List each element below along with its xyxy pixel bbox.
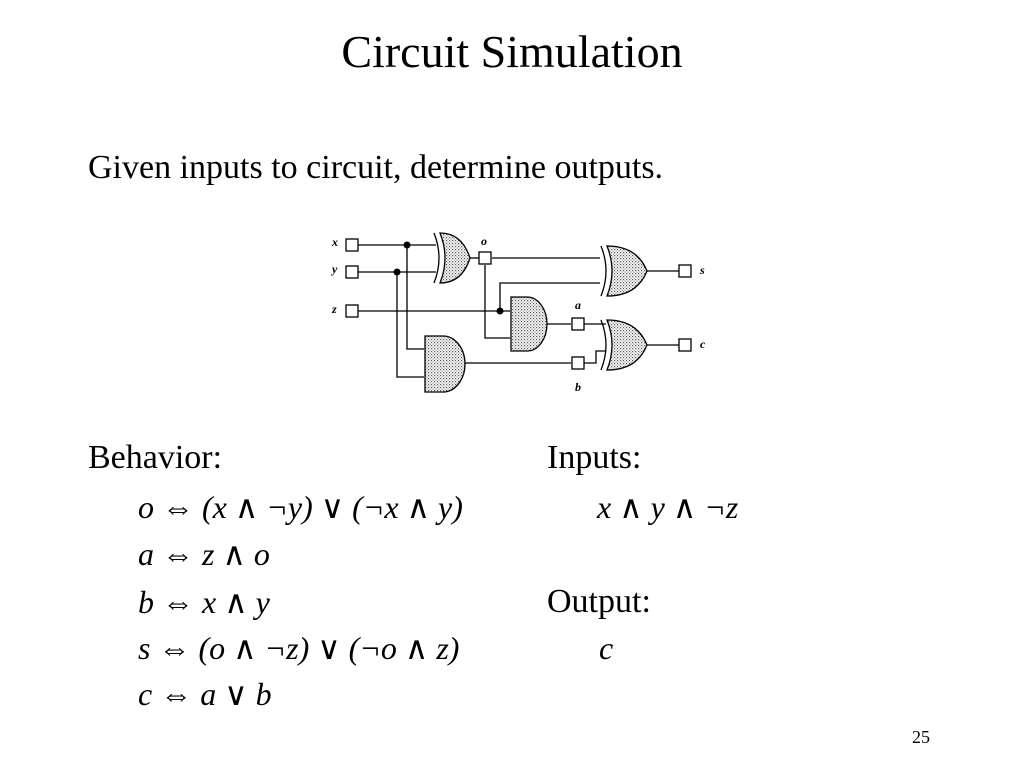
pin-y: [345, 265, 359, 279]
inputs-value: x ∧ y ∧ ¬z: [597, 489, 739, 525]
equation-s: s ⇔ (o ∧ ¬z) ∨ (¬o ∧ z): [138, 630, 460, 666]
circuit-wires: [358, 244, 679, 378]
pin-label-y: y: [330, 262, 338, 276]
and-gate-a: [510, 296, 548, 352]
pin-a: [571, 317, 585, 331]
equation-c: c ⇔ a ∨ b: [138, 676, 272, 712]
pin-o: [478, 251, 492, 265]
pin-label-o: o: [481, 234, 487, 248]
equation-a: a ⇔ z ∧ o: [138, 536, 270, 572]
or-gate-c: [600, 319, 648, 371]
junction-dot: [393, 268, 401, 276]
behavior-heading: Behavior:: [88, 439, 223, 476]
output-value: c: [599, 630, 614, 666]
pin-label-c: c: [700, 337, 706, 351]
pin-s: [678, 264, 692, 278]
junction-dot: [496, 307, 504, 315]
pin-label-a: a: [575, 298, 581, 312]
pin-b: [571, 356, 585, 370]
pin-label-x: x: [331, 235, 338, 249]
xor-gate-1: [433, 232, 471, 284]
and-gate-b: [424, 335, 466, 393]
pin-x: [345, 238, 359, 252]
output-heading: Output:: [547, 583, 651, 620]
page-number: 25: [912, 727, 930, 747]
pin-label-s: s: [699, 263, 705, 277]
intro-text: Given inputs to circuit, determine outpu…: [88, 149, 664, 186]
slide-title: Circuit Simulation: [341, 26, 683, 77]
equation-o: o ⇔ (x ∧ ¬y) ∨ (¬x ∧ y): [138, 489, 463, 525]
pin-z: [345, 304, 359, 318]
junction-dot: [403, 241, 411, 249]
pin-label-z: z: [331, 302, 337, 316]
equation-b: b ⇔ x ∧ y: [138, 584, 270, 620]
inputs-heading: Inputs:: [547, 439, 642, 476]
xor-gate-2: [600, 245, 648, 297]
pin-label-b: b: [575, 380, 581, 394]
circuit-diagram: x y z o a b s c: [330, 232, 706, 394]
pin-c: [678, 338, 692, 352]
